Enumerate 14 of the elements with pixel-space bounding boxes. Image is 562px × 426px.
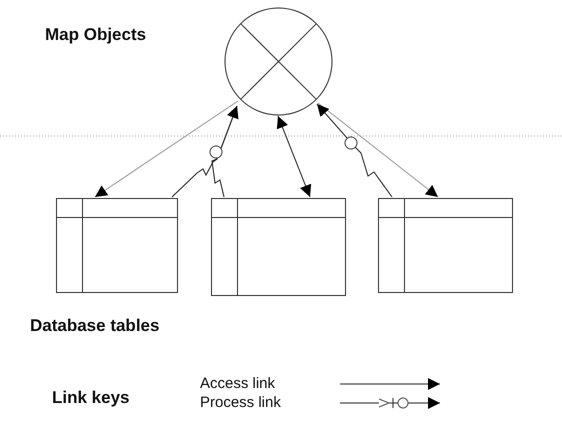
section-heading: Database tables bbox=[30, 316, 160, 336]
map-object-symbol bbox=[224, 7, 333, 116]
database-table bbox=[56, 198, 178, 293]
legend-text: Process link bbox=[200, 394, 281, 411]
process-link-arrow bbox=[211, 106, 238, 198]
access-link-arrow bbox=[318, 102, 438, 198]
access-link-arrow bbox=[276, 116, 312, 198]
process-link-arrow bbox=[316, 104, 392, 198]
section-heading: Map Objects bbox=[45, 25, 146, 45]
database-table bbox=[211, 198, 346, 296]
database-table bbox=[378, 198, 513, 293]
access-link-arrow bbox=[94, 100, 238, 198]
legend-text: Access link bbox=[200, 375, 276, 392]
section-heading: Link keys bbox=[52, 388, 130, 408]
